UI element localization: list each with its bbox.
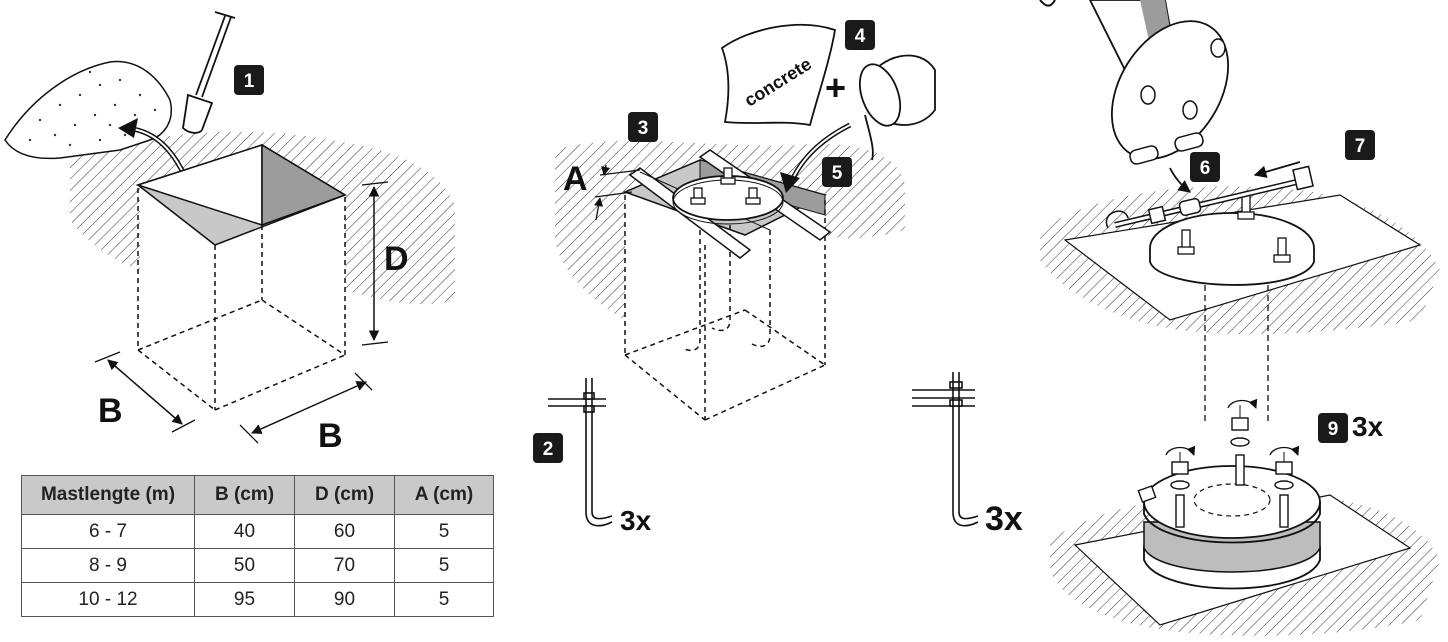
- svg-text:9: 9: [1328, 419, 1339, 440]
- dimensions-table: Mastlengte (m) B (cm) D (cm) A (cm) 6 - …: [21, 475, 494, 617]
- svg-text:1: 1: [244, 71, 255, 92]
- svg-text:5: 5: [832, 163, 843, 184]
- anchor-bolt-icon-2: [548, 378, 613, 527]
- step-badge-4: 4: [845, 20, 875, 50]
- label-b-right: B: [318, 417, 343, 455]
- step-badge-1: 1: [234, 65, 264, 95]
- water-bucket-icon: [858, 54, 936, 161]
- svg-text:2: 2: [543, 439, 554, 460]
- shovel-icon: [182, 11, 236, 134]
- header-a: A (cm): [394, 475, 494, 515]
- qty-label-right: 3x: [985, 500, 1023, 538]
- panel-1-dig-pit: D B B: [4, 11, 455, 455]
- label-a: A: [563, 160, 588, 198]
- header-b: B (cm): [194, 475, 295, 515]
- panel-6-7-mast-mount: [1039, 0, 1440, 425]
- concrete-bag-icon: concrete: [720, 23, 837, 127]
- step-badge-2: 2: [533, 433, 563, 463]
- plus-sign: +: [825, 67, 846, 108]
- table-row: 8 - 9 50 70 5: [21, 548, 494, 583]
- qty-label-9: 3x: [1352, 411, 1384, 442]
- svg-text:4: 4: [855, 26, 866, 47]
- step-badge-7: 7: [1345, 130, 1375, 160]
- header-mastlengte: Mastlengte (m): [21, 475, 195, 515]
- step-badge-3: 3: [628, 112, 658, 142]
- table-header-row: Mastlengte (m) B (cm) D (cm) A (cm): [21, 475, 494, 515]
- svg-text:3: 3: [638, 118, 649, 139]
- header-d: D (cm): [294, 475, 395, 515]
- anchor-bolt-icon-right: [912, 372, 979, 527]
- sand-dots: [28, 70, 157, 147]
- step-badge-6: 6: [1190, 152, 1220, 182]
- step-badge-5: 5: [822, 157, 852, 187]
- table-row: 10 - 12 95 90 5: [21, 582, 494, 617]
- table-row: 6 - 7 40 60 5: [21, 514, 494, 549]
- svg-text:7: 7: [1355, 136, 1366, 157]
- label-b-left: B: [98, 392, 123, 430]
- label-d: D: [384, 240, 409, 278]
- panel-9-tighten-nuts: [1050, 398, 1440, 636]
- panel-2-5-anchor-concrete: A concrete +: [555, 23, 936, 421]
- step-badge-9: 9: [1318, 413, 1348, 443]
- svg-text:6: 6: [1200, 158, 1211, 179]
- qty-label-2: 3x: [620, 505, 652, 536]
